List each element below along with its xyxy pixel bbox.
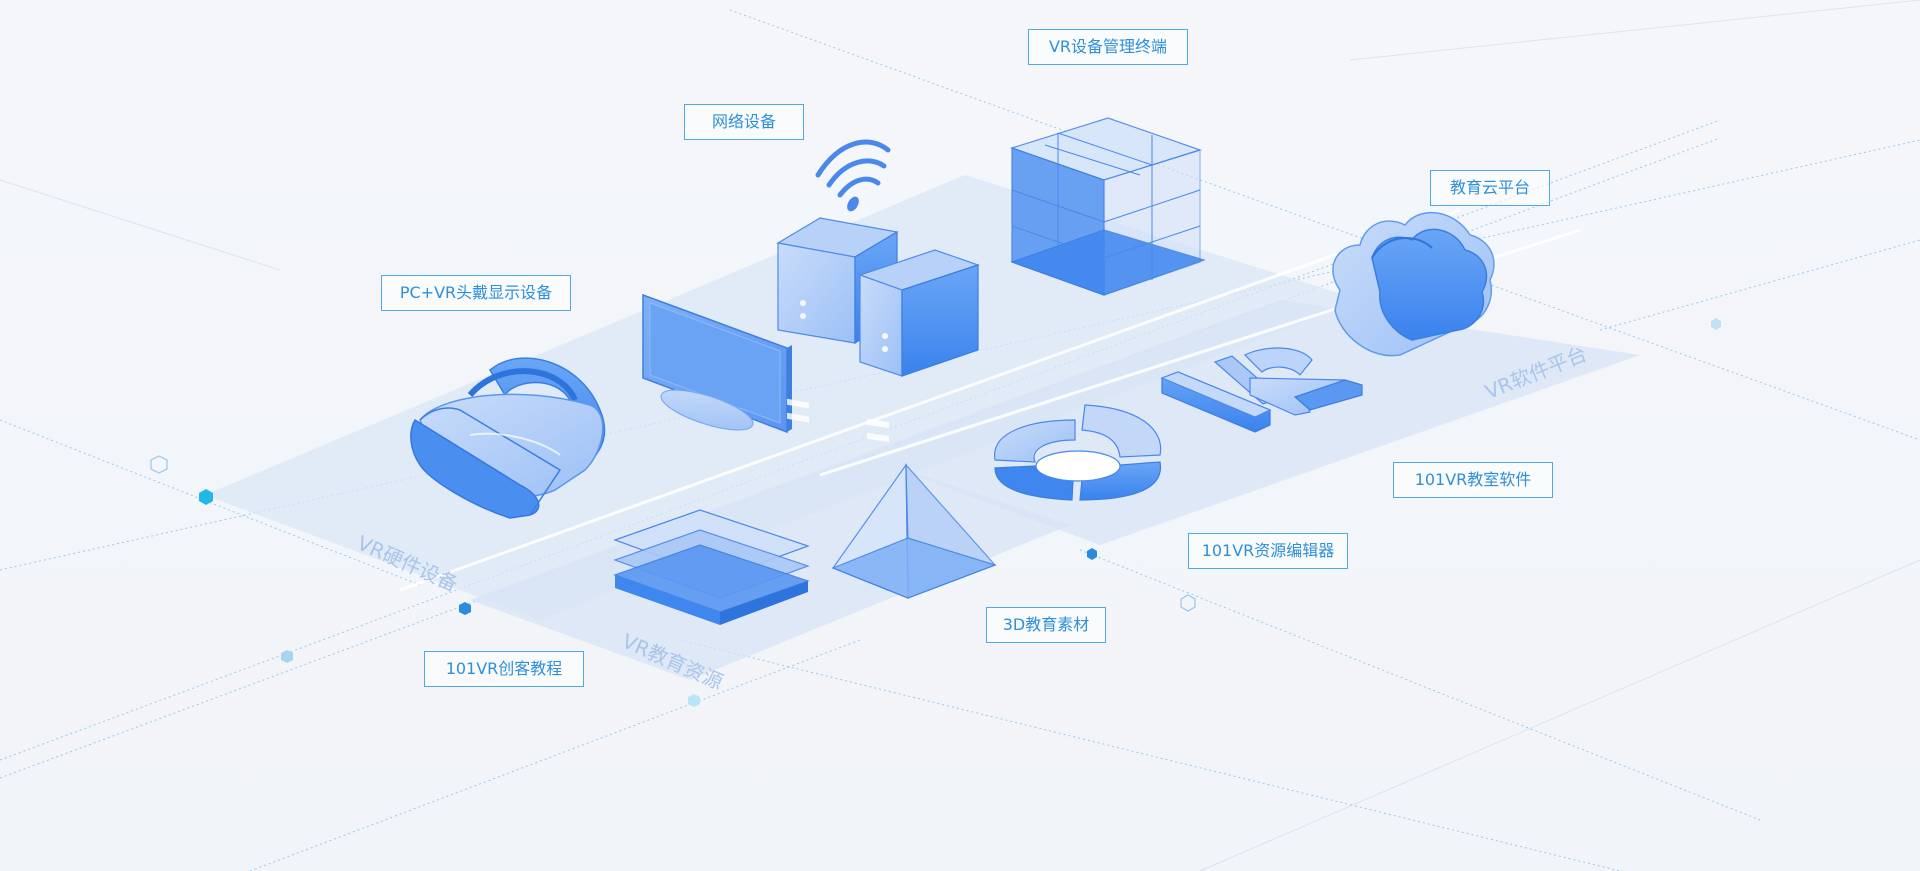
pyramid-icon bbox=[831, 463, 997, 599]
hex-nodes bbox=[150, 318, 1721, 707]
guide-line bbox=[1599, 239, 1920, 331]
label-vr-terminal: VR设备管理终端 bbox=[1028, 29, 1188, 65]
grid-line bbox=[1199, 559, 1920, 871]
cube-grid-icon bbox=[1010, 117, 1206, 296]
guide-line bbox=[249, 639, 861, 871]
hex-node bbox=[1180, 594, 1196, 612]
hex-node bbox=[1087, 548, 1097, 560]
vr-headset-icon bbox=[410, 357, 606, 519]
hex-node bbox=[459, 602, 471, 615]
ring-chart-icon bbox=[994, 404, 1162, 501]
server-tower-icon bbox=[858, 249, 980, 442]
label-classroom-software: 101VR教室软件 bbox=[1393, 462, 1553, 498]
label-maker-course: 101VR创客教程 bbox=[424, 651, 584, 687]
cloud-icon bbox=[1332, 211, 1495, 357]
grid-line bbox=[0, 179, 281, 271]
hex-node bbox=[281, 650, 293, 663]
grid-line bbox=[1349, 0, 1920, 61]
plane-divider bbox=[399, 208, 1461, 592]
hex-node bbox=[688, 694, 700, 707]
label-pc-vr-headset: PC+VR头戴显示设备 bbox=[381, 275, 571, 311]
label-resource-editor: 101VR资源编辑器 bbox=[1188, 533, 1348, 569]
guide-line bbox=[679, 639, 1621, 871]
guide-line bbox=[729, 9, 1920, 441]
label-network: 网络设备 bbox=[684, 104, 804, 140]
label-3d-material: 3D教育素材 bbox=[986, 607, 1106, 643]
guide-line bbox=[0, 137, 1721, 779]
vr-letters-icon bbox=[1160, 347, 1363, 433]
monitor-icon bbox=[642, 293, 792, 434]
wifi-icon bbox=[815, 139, 891, 212]
stacked-layers-icon bbox=[613, 509, 810, 625]
hex-node bbox=[1711, 318, 1721, 330]
label-cloud-platform: 教育云平台 bbox=[1430, 170, 1550, 206]
hex-node bbox=[199, 489, 213, 505]
guide-line bbox=[1079, 549, 1761, 821]
hex-node bbox=[150, 455, 168, 474]
